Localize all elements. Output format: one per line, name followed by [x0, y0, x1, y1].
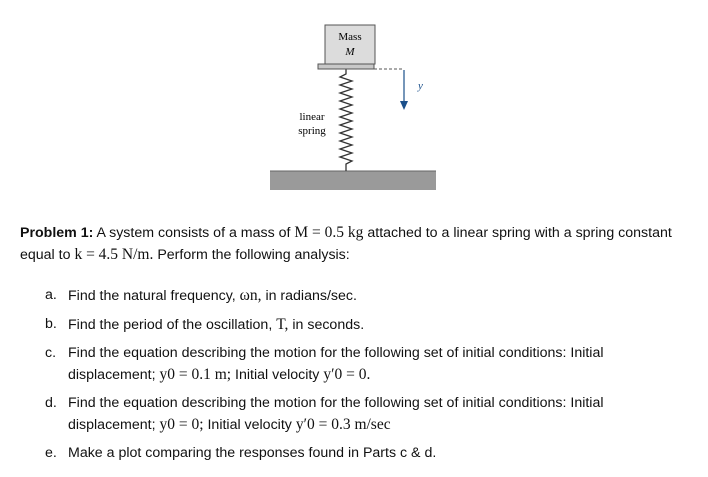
question-label: a.	[45, 287, 57, 303]
mass-label-2: M	[344, 46, 355, 58]
question-d: d. Find the equation describing the moti…	[45, 393, 685, 436]
initial-velocity: y′0 = 0.	[323, 366, 371, 383]
question-a: a. Find the natural frequency, ωn, in ra…	[45, 285, 685, 307]
mass-spring-figure: Mass M y linear spring	[270, 24, 436, 190]
problem-text-1: A system consists of a mass of	[93, 225, 295, 241]
spring-constant-value: k = 4.5 N/m.	[74, 246, 154, 263]
problem-text-2: attached to a linear spring with a sprin…	[20, 225, 672, 263]
question-b: b. Find the period of the oscillation, T…	[45, 314, 685, 336]
question-text: Find the period of the oscillation, T, i…	[68, 316, 365, 333]
question-e: e. Make a plot comparing the responses f…	[45, 443, 685, 464]
mass-plate	[317, 63, 375, 70]
spring-label-2: spring	[298, 125, 326, 137]
problem-text-3: Perform the following analysis:	[153, 247, 350, 263]
question-label: c.	[45, 345, 57, 361]
initial-displacement: y0 = 0;	[159, 416, 204, 433]
mass-label-1: Mass	[338, 31, 361, 43]
spring-coil	[337, 69, 355, 171]
mass-value: M = 0.5 kg	[294, 224, 364, 241]
question-label: b.	[45, 316, 57, 332]
question-text: Find the natural frequency, ωn, in radia…	[68, 287, 357, 304]
spring-label-1: linear	[299, 111, 324, 123]
period-symbol: T,	[276, 316, 289, 333]
question-text: Make a plot comparing the responses foun…	[68, 445, 437, 461]
problem-heading: Problem 1:	[20, 225, 94, 241]
question-label: e.	[45, 445, 57, 461]
question-text: Find the equation describing the motion …	[68, 345, 604, 383]
question-c: c. Find the equation describing the moti…	[45, 343, 685, 386]
ground-block	[270, 171, 436, 190]
question-label: d.	[45, 395, 57, 411]
problem-statement: Problem 1: A system consists of a mass o…	[20, 222, 690, 266]
mass-block	[324, 24, 376, 65]
question-text: Find the equation describing the motion …	[68, 395, 604, 433]
y-axis-arrowhead	[400, 101, 408, 110]
omega-n: ωn,	[239, 287, 262, 304]
y-axis-label: y	[417, 80, 423, 92]
initial-velocity: y′0 = 0.3 m/sec	[295, 416, 391, 433]
initial-displacement: y0 = 0.1 m;	[159, 366, 232, 383]
